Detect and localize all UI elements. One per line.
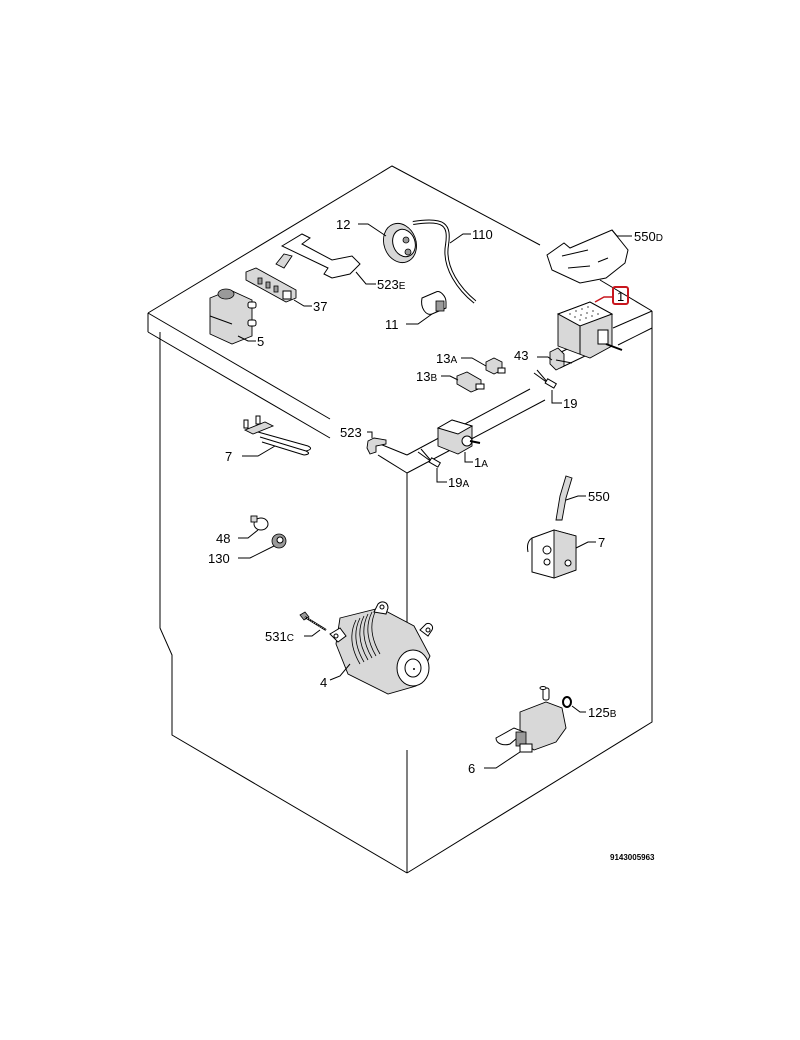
svg-text:19A: 19A [448, 475, 469, 490]
label-125b: 125 [588, 705, 610, 720]
part-1-programme-timer[interactable]: 1 [556, 286, 629, 359]
label-1: 1 [617, 289, 624, 304]
label-10: 7 [225, 449, 232, 464]
part-12-pressure-switch[interactable]: 12 [336, 217, 422, 267]
part-10-heating-element[interactable]: 7 [225, 415, 312, 464]
part-550d-timer-cover[interactable]: 550D [546, 229, 663, 284]
label-523: 523 [340, 425, 362, 440]
label-48: 48 [216, 531, 230, 546]
part-1a-selector-switch[interactable]: 1A [436, 419, 488, 470]
label-523e: 523 [377, 277, 399, 292]
svg-text:13B: 13B [416, 369, 437, 384]
label-11: 11 [385, 317, 399, 332]
label-37: 37 [313, 299, 327, 314]
part-523-cable-clip[interactable]: 523 [340, 425, 387, 455]
part-550-door-lock-lever[interactable]: 550 [555, 475, 610, 521]
part-5-solenoid-valve[interactable]: 5 [209, 288, 264, 349]
svg-text:125B: 125B [588, 705, 617, 720]
label-19a: 19 [448, 475, 462, 490]
label-1a: 1 [474, 455, 481, 470]
label-5: 5 [257, 334, 264, 349]
part-19a-indicator-lamp[interactable]: 19A [417, 448, 469, 490]
part-523e-cable-bracket[interactable]: 523E [275, 233, 406, 292]
label-531c: 531 [265, 629, 287, 644]
highlight-box [612, 286, 629, 305]
cabinet-outline [147, 165, 653, 874]
part-13a-switch[interactable]: 13A [436, 351, 506, 375]
part-110-pressure-hose[interactable]: 110 [412, 219, 493, 304]
part-130-thermostat-nut[interactable]: 130 [208, 533, 287, 566]
part-7-door-interlock[interactable]: 7 [527, 529, 606, 579]
label-7: 7 [598, 535, 605, 550]
label-13b: 13 [416, 369, 430, 384]
label-6-text: 6 [468, 761, 475, 776]
svg-text:531C: 531C [265, 629, 294, 644]
label-130: 130 [208, 551, 230, 566]
label-43: 43 [514, 348, 528, 363]
document-id: 9143005963 [610, 853, 655, 862]
svg-text:13A: 13A [436, 351, 457, 366]
part-4-motor[interactable]: 4 [320, 601, 433, 695]
label-12: 12 [336, 217, 350, 232]
svg-text:550D: 550D [634, 229, 663, 244]
part-125b-o-ring[interactable]: 125B [562, 696, 617, 720]
part-531c-motor-screw[interactable]: 531C [265, 611, 327, 644]
svg-text:1A: 1A [474, 455, 488, 470]
part-37-terminal-block[interactable]: 37 [245, 267, 327, 314]
label-550: 550 [588, 489, 610, 504]
part-43-switch[interactable]: 43 [514, 347, 573, 371]
part-48-thermostat[interactable]: 48 [216, 515, 269, 546]
svg-text:523E: 523E [377, 277, 406, 292]
label-4: 4 [320, 675, 327, 690]
label-13a: 13 [436, 351, 450, 366]
label-19: 19 [563, 396, 577, 411]
label-550d: 550 [634, 229, 656, 244]
part-11-capacitor[interactable]: 11 [385, 291, 447, 332]
label-110: 110 [472, 227, 493, 242]
part-6-drain-pump[interactable]: 6 6 [468, 686, 567, 777]
part-19-indicator-lamp[interactable]: 19 [533, 369, 577, 411]
part-13b-switch[interactable]: 13B [416, 369, 485, 393]
